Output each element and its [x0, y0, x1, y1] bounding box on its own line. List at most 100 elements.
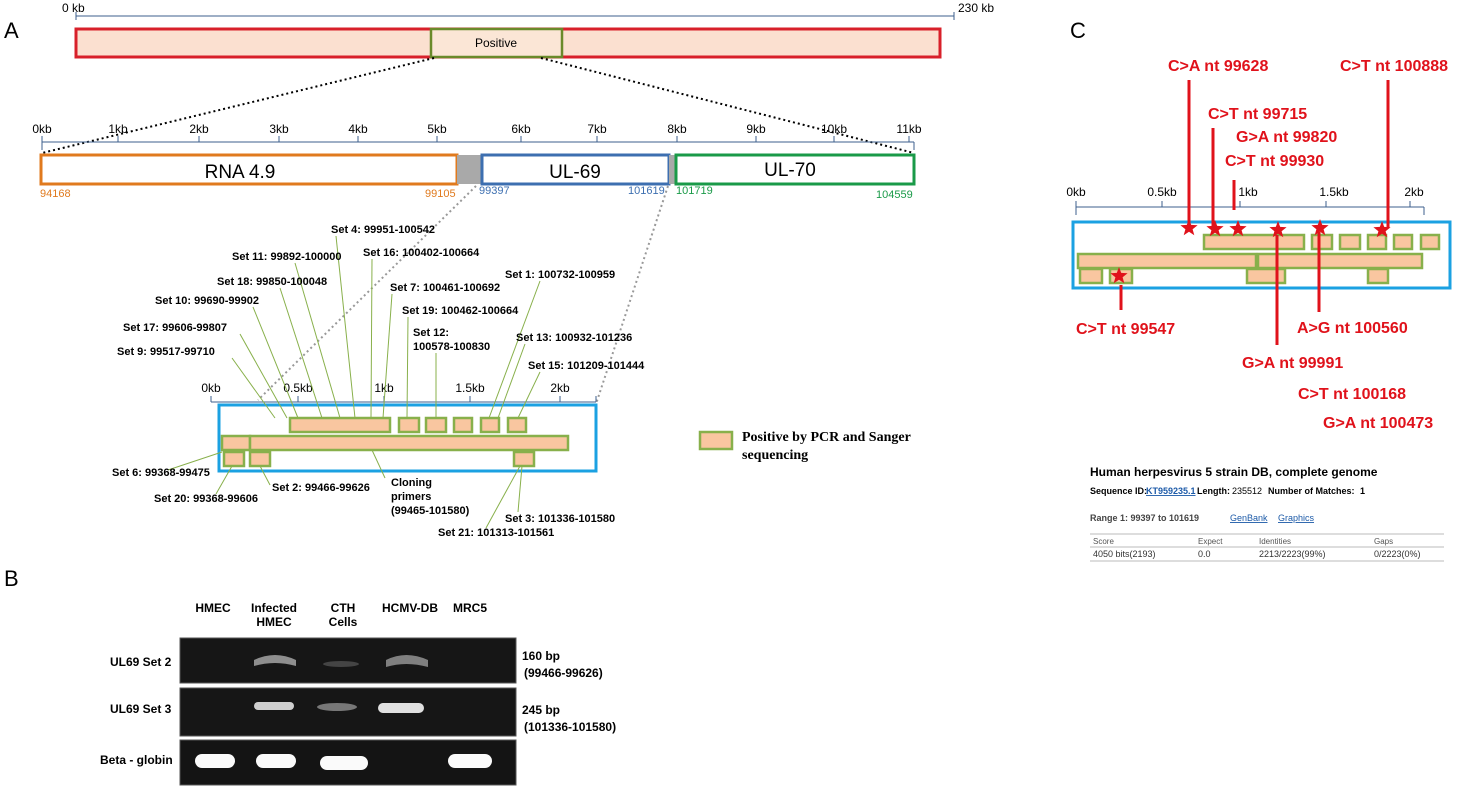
leader-line [488, 280, 541, 419]
zoom-tick-label: 1kb [108, 122, 128, 136]
mutation-label: G>A nt 100473 [1323, 415, 1433, 432]
gene-ul70-bar [674, 153, 916, 186]
legend-text: Positive by PCR and Sanger [742, 430, 911, 445]
leader-line [370, 258, 373, 419]
gel-row-set3 [179, 687, 517, 737]
blast-value: 2213/2223(99%) [1259, 549, 1326, 559]
mutation-label: C>T nt 100168 [1298, 386, 1406, 403]
genome-track: 0 kb 230 kb Positive [41, 1, 994, 154]
small-tick-label: 1kb [374, 381, 394, 395]
gene-rna49-end: 99105 [425, 188, 456, 200]
leader-line [485, 465, 521, 529]
gel-row-label: UL69 Set 2 [110, 655, 172, 669]
panel-b-label: B [4, 566, 19, 591]
c-tick-label: 2kb [1404, 185, 1424, 199]
gel-row-set2 [179, 637, 517, 684]
set-label: Set 4: 99951-100542 [331, 224, 435, 236]
zoom-tick-label: 3kb [269, 122, 289, 136]
mutation-label: C>T nt 99715 [1208, 106, 1307, 123]
gel-row-label: Beta - globin [100, 753, 173, 767]
set-label: Set 21: 101313-101561 [438, 527, 554, 539]
zoom-tick-label: 2kb [189, 122, 209, 136]
leader-line [497, 343, 526, 419]
amplicon-bar [512, 450, 536, 468]
panel-c-label: C [1070, 18, 1086, 43]
zoom-tick-label: 8kb [667, 122, 687, 136]
amplicon-bar [506, 416, 528, 434]
c-tick-label: 1.5kb [1319, 185, 1349, 199]
mutation-label: C>T nt 100888 [1340, 58, 1448, 75]
gene-bars: RNA 4.9 UL-69 UL-70 94168 99105 99397 10… [39, 153, 916, 405]
amplicon-bar [479, 416, 501, 434]
leader-line [517, 465, 523, 513]
amplicon-bar [220, 434, 252, 452]
small-tick-label: 0kb [201, 381, 221, 395]
gel-size-label: (101336-101580) [524, 720, 616, 734]
blast-seq-id-label: Sequence ID: [1090, 486, 1147, 496]
gene-rna49-name: RNA 4.9 [205, 162, 276, 183]
zoom-tick-label: 9kb [746, 122, 766, 136]
blast-genbank-link[interactable]: GenBank [1230, 513, 1268, 523]
amplicon-bar [1338, 233, 1362, 251]
blast-seq-id-link[interactable]: KT959235.1 [1146, 486, 1196, 496]
mutation-star-icon [1110, 267, 1128, 284]
blast-matches: 1 [1360, 486, 1365, 496]
gene-ul69-name: UL-69 [549, 162, 601, 183]
set-label: Set 2: 99466-99626 [272, 482, 370, 494]
leader-line [406, 316, 409, 419]
set-label: Set 10: 99690-99902 [155, 295, 259, 307]
amplicon-bar [1366, 233, 1388, 251]
mutation-label: G>A nt 99991 [1242, 355, 1343, 372]
set-label: Set 17: 99606-99807 [123, 322, 227, 334]
zoom-tick-label: 4kb [348, 122, 368, 136]
amplicon-bar [1419, 233, 1441, 251]
gene-ul69-bar [480, 153, 671, 186]
gene-ul69-start: 99397 [479, 185, 510, 197]
mutation-star-icon [1373, 221, 1391, 238]
small-tick-label: 1.5kb [455, 381, 485, 395]
blast-length: 235512 [1232, 486, 1262, 496]
blast-header: Gaps [1374, 537, 1393, 546]
set-label: Set 12: [413, 327, 449, 339]
legend-text: sequencing [742, 448, 808, 463]
set-label: Set 15: 101209-101444 [528, 360, 645, 372]
set-label: Set 19: 100462-100664 [402, 305, 519, 317]
gel-column-label: CTH [331, 601, 356, 615]
mutation-label: C>T nt 99547 [1076, 321, 1175, 338]
amplicon-bar [1256, 252, 1424, 270]
small-tick-label: 2kb [550, 381, 570, 395]
blast-value: 0/2223(0%) [1374, 549, 1421, 559]
gel-row-label: UL69 Set 3 [110, 702, 172, 716]
blast-graphics-link[interactable]: Graphics [1278, 513, 1315, 523]
zoom-tick-label: 10kb [821, 122, 847, 136]
set-labels-top: Set 4: 99951-100542 Set 11: 99892-100000… [117, 224, 645, 372]
set-label: primers [391, 491, 431, 503]
mutation-label: G>A nt 99820 [1236, 129, 1337, 146]
blast-title: Human herpesvirus 5 strain DB, complete … [1090, 465, 1378, 479]
set-label: Set 20: 99368-99606 [154, 493, 258, 505]
mutation-label: C>A nt 99628 [1168, 58, 1268, 75]
zoom-tick-label: 11kb [896, 122, 921, 136]
amplicon-bar [397, 416, 421, 434]
set-label: Set 6: 99368-99475 [112, 467, 210, 479]
leader-line [259, 465, 271, 486]
amplicon-bar [1392, 233, 1414, 251]
c-tick-label: 0kb [1066, 185, 1086, 199]
blast-matches-label: Number of Matches: [1268, 486, 1355, 496]
blast-summary: Human herpesvirus 5 strain DB, complete … [1090, 465, 1444, 562]
zoom-tick-label: 5kb [427, 122, 447, 136]
gel-size-label: 245 bp [522, 703, 560, 717]
amplicon-bar [248, 434, 570, 452]
amplicon-bar [222, 450, 246, 468]
leader-line [215, 465, 233, 495]
mutation-star-icon [1229, 220, 1247, 237]
gel-figure: HMEC Infected HMEC CTH Cells HCMV-DB MRC… [100, 601, 616, 786]
set-leader-lines [167, 235, 541, 529]
panel-a-label: A [4, 18, 19, 43]
mutation-star-icon [1311, 219, 1329, 236]
set-label: Set 1: 100732-100959 [505, 269, 615, 281]
set-label: Set 18: 99850-100048 [217, 276, 327, 288]
blast-value: 4050 bits(2193) [1093, 549, 1156, 559]
blast-length-label: Length: [1197, 486, 1230, 496]
